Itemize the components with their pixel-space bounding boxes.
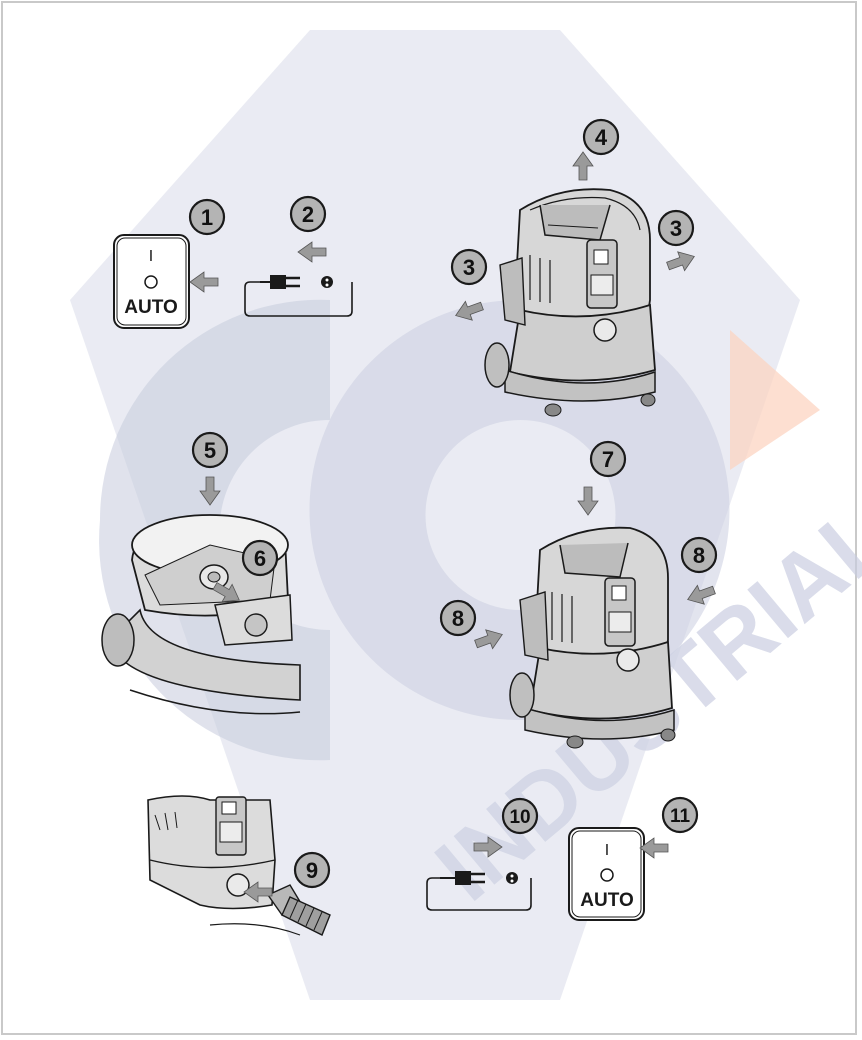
vacuum-base-detail [147, 795, 301, 936]
step-badge: 5 [191, 431, 229, 469]
switch-off-mark [144, 275, 158, 289]
step-badge: 9 [293, 851, 331, 889]
step-badge: 2 [289, 195, 327, 233]
step-badge: 4 [582, 118, 620, 156]
socket-icon [506, 872, 518, 884]
hose-icon [266, 884, 331, 936]
switch-mode-label: AUTO [124, 297, 177, 318]
svg-text:3: 3 [670, 216, 682, 241]
vacuum-cleaner-icon [484, 188, 656, 417]
svg-text:10: 10 [509, 807, 530, 828]
watermark-orange-triangle [730, 330, 820, 470]
svg-text:8: 8 [452, 606, 464, 631]
step-badge: 8 [439, 599, 477, 637]
step-badge: 8 [680, 536, 718, 574]
plug-icon [426, 871, 532, 911]
svg-text:4: 4 [595, 125, 608, 150]
step-badge: 7 [589, 440, 627, 478]
svg-text:6: 6 [254, 546, 266, 571]
switch-panel-top: I AUTO [113, 234, 190, 329]
step-badge: 3 [657, 209, 695, 247]
step-badge: 11 [661, 796, 699, 834]
switch-panel-bottom: I AUTO [568, 827, 645, 921]
svg-text:2: 2 [302, 202, 314, 227]
filter-icon [199, 564, 229, 590]
step-badge: 6 [241, 539, 279, 577]
vacuum-cleaner-icon [509, 526, 676, 749]
plug-icon [244, 275, 353, 317]
switch-on-mark: I [149, 248, 153, 265]
step-badge: 3 [450, 248, 488, 286]
step-badge: 10 [501, 797, 539, 835]
svg-text:1: 1 [201, 205, 213, 230]
svg-text:3: 3 [463, 255, 475, 280]
svg-text:5: 5 [204, 438, 216, 463]
svg-text:7: 7 [602, 447, 614, 472]
switch-mode-label: AUTO [580, 890, 633, 911]
socket-icon [321, 276, 333, 288]
svg-text:9: 9 [306, 858, 318, 883]
step-badge: 1 [188, 198, 226, 236]
switch-off-mark [600, 868, 614, 882]
svg-text:11: 11 [670, 806, 691, 827]
switch-on-mark: I [605, 842, 609, 859]
svg-text:8: 8 [693, 543, 705, 568]
